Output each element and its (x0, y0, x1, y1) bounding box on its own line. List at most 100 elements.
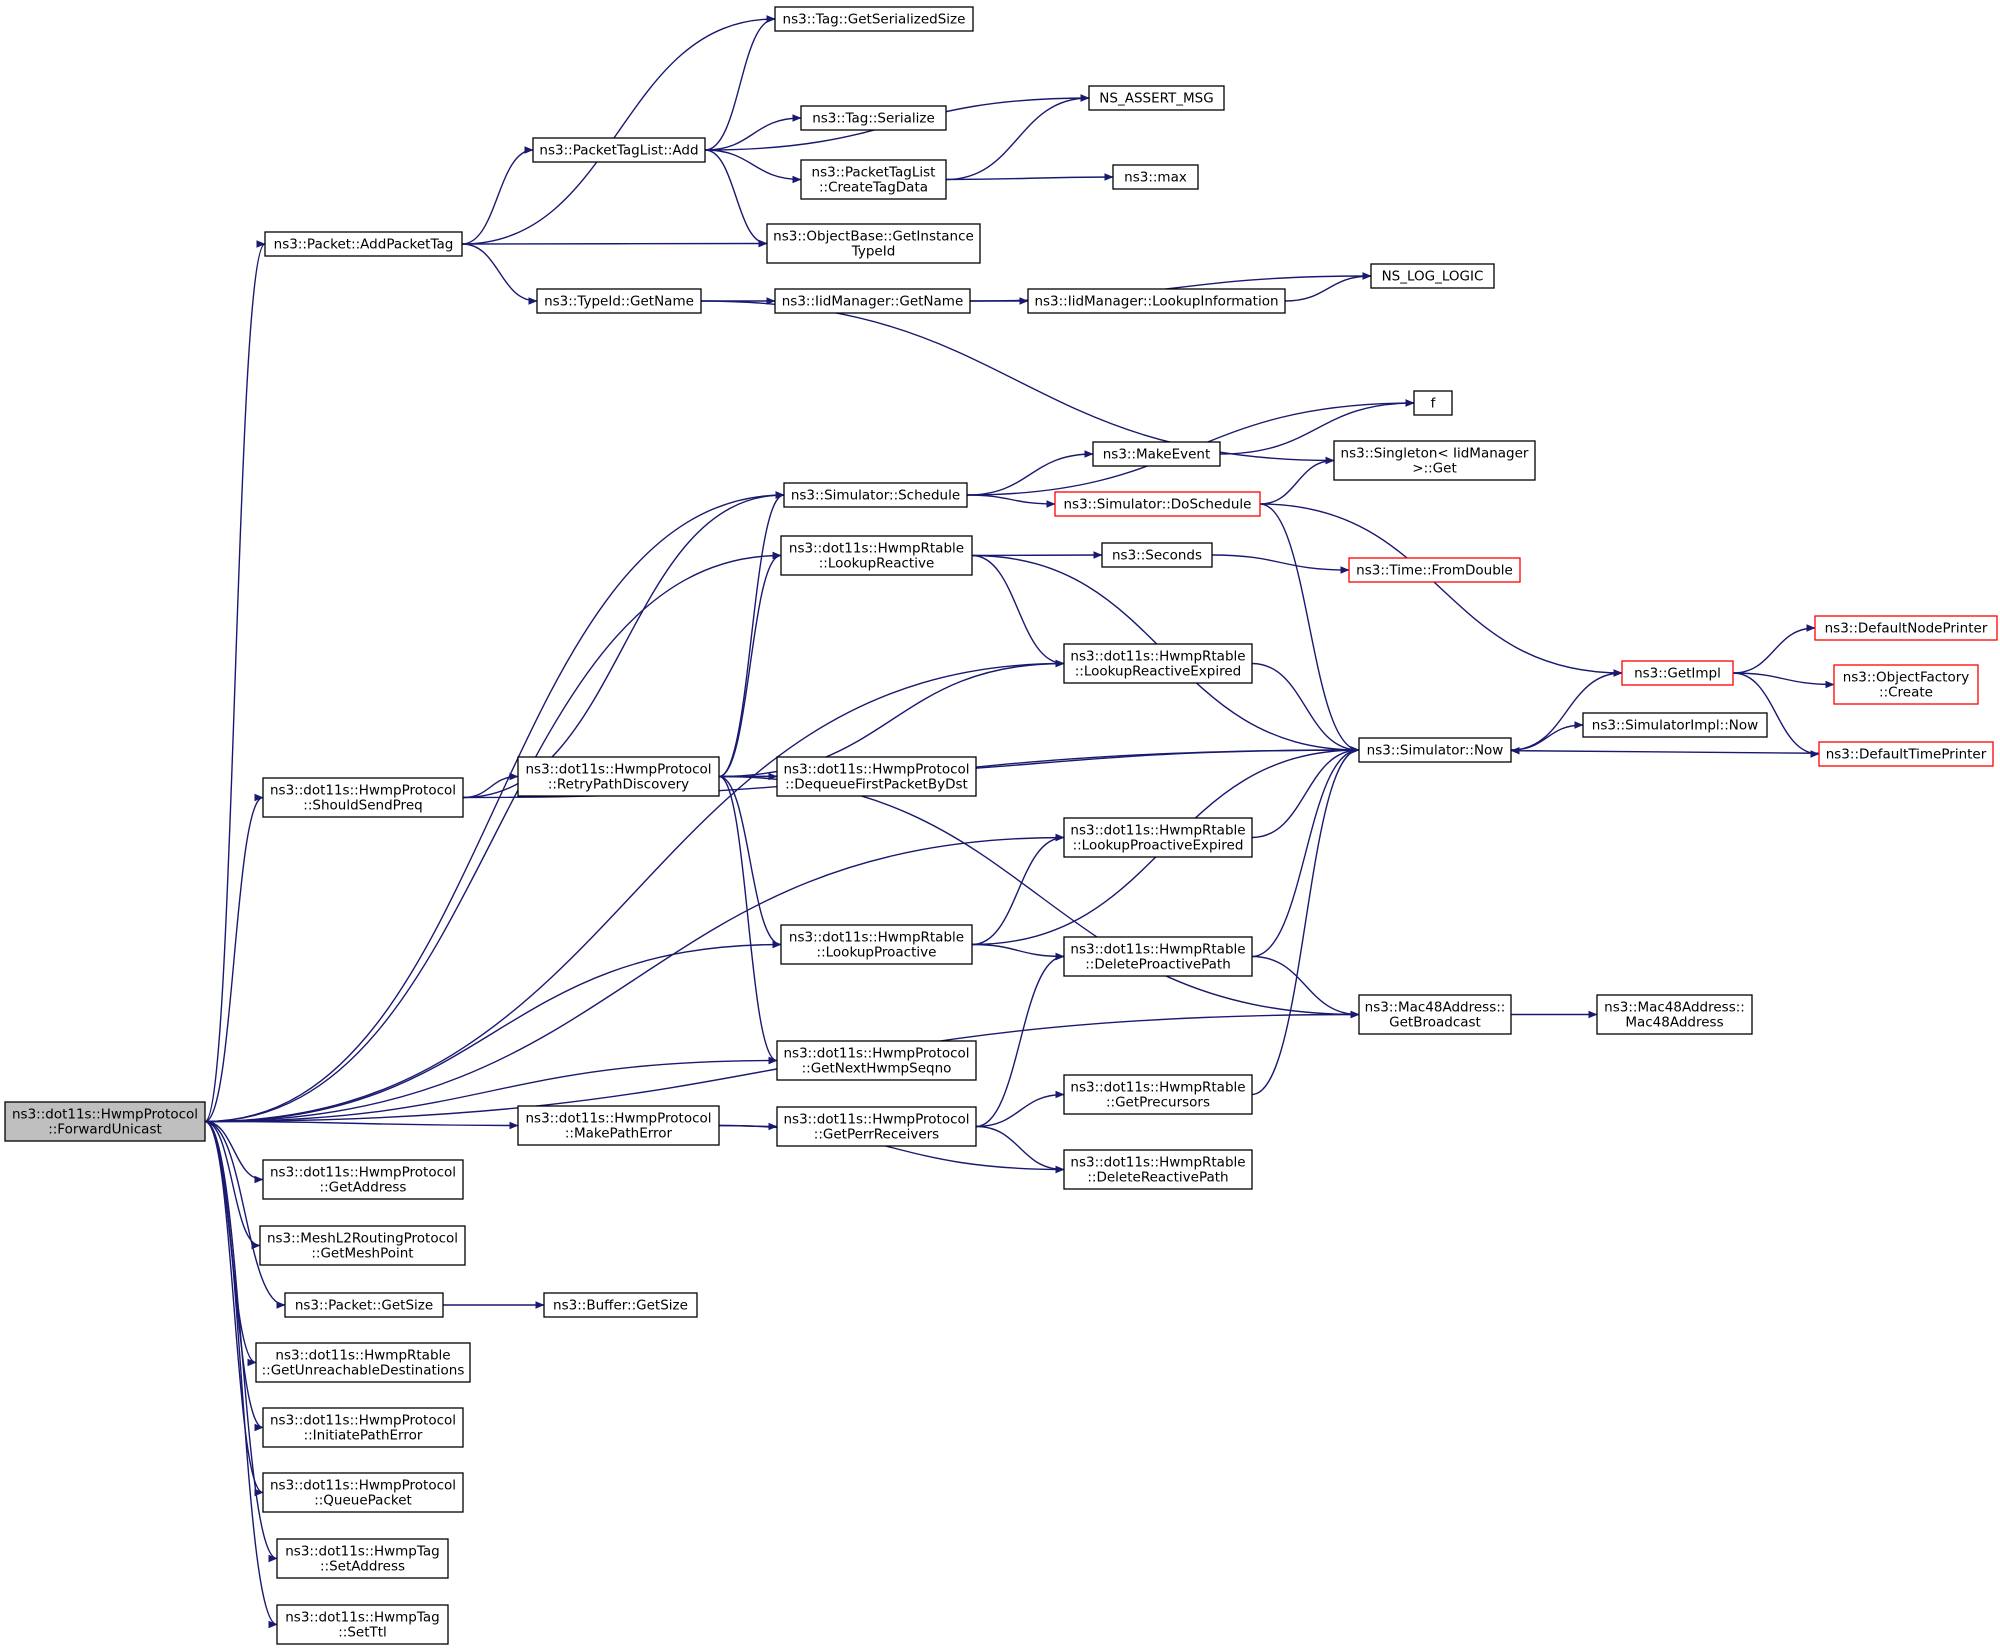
dequeue-first-packet-by-dst-node[interactable]: ns3::dot11s::HwmpProtocol::DequeueFirstP… (776, 756, 977, 797)
edge-root-to-schedule (204, 491, 785, 1123)
get-mesh-point-node[interactable]: ns3::MeshL2RoutingProtocol::GetMeshPoint (259, 1225, 466, 1266)
iid-manager-get-name-node[interactable]: ns3::IidManager::GetName (774, 288, 971, 314)
node-box (1063, 1074, 1253, 1115)
simulator-now-node[interactable]: ns3::Simulator::Now (1358, 737, 1512, 763)
edge-defaultTimePrinter-to-now (1510, 746, 1820, 755)
type-id-get-name-node[interactable]: ns3::TypeId::GetName (536, 288, 702, 314)
node-label: ::Create (1879, 685, 1933, 701)
node-layer: ns3::dot11s::HwmpProtocol::ForwardUnicas… (4, 6, 1998, 1645)
default-node-printer-node[interactable]: ns3::DefaultNodePrinter (1814, 615, 1998, 641)
get-unreachable-destinations-node[interactable]: ns3::dot11s::HwmpRtable::GetUnreachableD… (255, 1342, 471, 1383)
node-box (1088, 85, 1225, 111)
node-label: ::LookupProactive (817, 945, 937, 961)
lookup-proactive-expired-node[interactable]: ns3::dot11s::HwmpRtable::LookupProactive… (1063, 817, 1253, 858)
node-box (1358, 994, 1512, 1035)
singleton-get-node[interactable]: ns3::Singleton< IidManager >::Get (1333, 440, 1536, 481)
initiate-path-error-node[interactable]: ns3::dot11s::HwmpProtocol::InitiatePathE… (262, 1407, 464, 1448)
iid-manager-lookup-information-node[interactable]: ns3::IidManager::LookupInformation (1027, 288, 1286, 314)
node-box (776, 1040, 977, 1081)
ns-log-logic-node[interactable]: NS_LOG_LOGIC (1370, 263, 1495, 289)
time-from-double-node[interactable]: ns3::Time::FromDouble (1348, 557, 1521, 583)
queue-packet-node[interactable]: ns3::dot11s::HwmpProtocol::QueuePacket (262, 1472, 464, 1513)
node-label: Mac48Address (1625, 1015, 1723, 1031)
node-label: ns3::ObjectBase::GetInstance (773, 229, 974, 245)
default-time-printer-node[interactable]: ns3::DefaultTimePrinter (1818, 741, 1994, 767)
f-node[interactable]: f (1413, 390, 1453, 416)
max-node[interactable]: ns3::max (1112, 164, 1199, 190)
node-box (262, 1472, 464, 1513)
edge-doSchedule-to-singletonGet (1259, 456, 1335, 505)
node-box (1112, 164, 1199, 190)
node-label: ns3::dot11s::HwmpRtable (1070, 1155, 1245, 1171)
retry-path-discovery-node[interactable]: ns3::dot11s::HwmpProtocol::RetryPathDisc… (517, 756, 720, 797)
lookup-reactive-expired-node[interactable]: ns3::dot11s::HwmpRtable::LookupReactiveE… (1063, 643, 1253, 684)
hwmp-tag-set-ttl-node[interactable]: ns3::dot11s::HwmpTag::SetTtl (276, 1604, 449, 1645)
edge-retryPathDiscovery-to-lookupReactive (718, 551, 782, 778)
node-box (800, 105, 947, 131)
node-label: ns3::dot11s::HwmpTag (285, 1610, 439, 1626)
hwmp-tag-set-address-node[interactable]: ns3::dot11s::HwmpTag::SetAddress (276, 1538, 449, 1579)
edge-root-to-getMeshPoint (204, 1120, 261, 1250)
edge-lookupProactiveExpired-to-now (1251, 746, 1360, 839)
tag-get-serialized-size-node[interactable]: ns3::Tag::GetSerializedSize (774, 6, 974, 32)
delete-reactive-path-node[interactable]: ns3::dot11s::HwmpRtable::DeleteReactiveP… (1063, 1149, 1253, 1190)
make-event-node[interactable]: ns3::MakeEvent (1092, 441, 1221, 467)
node-label: ns3::dot11s::HwmpProtocol (783, 1112, 969, 1128)
object-factory-create-node[interactable]: ns3::ObjectFactory::Create (1833, 664, 1979, 705)
ns-assert-msg-node[interactable]: NS_ASSERT_MSG (1088, 85, 1225, 111)
node-label: ns3::PacketTagList (812, 165, 936, 181)
node-label: ns3::dot11s::HwmpProtocol (783, 1046, 969, 1062)
get-perr-receivers-node[interactable]: ns3::dot11s::HwmpProtocol::GetPerrReceiv… (776, 1106, 977, 1147)
get-precursors-node[interactable]: ns3::dot11s::HwmpRtable::GetPrecursors (1063, 1074, 1253, 1115)
packet-add-packet-tag-node[interactable]: ns3::Packet::AddPacketTag (264, 231, 463, 257)
mac48-address-ctor-node[interactable]: ns3::Mac48Address::Mac48Address (1596, 994, 1753, 1035)
node-label: ::GetAddress (320, 1180, 407, 1196)
make-path-error-node[interactable]: ns3::dot11s::HwmpProtocol::MakePathError (517, 1105, 720, 1146)
edge-root-to-setAddress (204, 1120, 278, 1563)
edge-schedule-to-doSchedule (966, 494, 1056, 508)
node-box (1818, 741, 1994, 767)
edge-schedule-to-makeEvent (966, 450, 1094, 496)
simulator-schedule-node[interactable]: ns3::Simulator::Schedule (783, 482, 968, 508)
edge-createTagData-to-nsAssertMsg (945, 94, 1090, 181)
node-box (776, 1106, 977, 1147)
tag-serialize-node[interactable]: ns3::Tag::Serialize (800, 105, 947, 131)
seconds-node[interactable]: ns3::Seconds (1101, 542, 1213, 568)
simulator-do-schedule-node[interactable]: ns3::Simulator::DoSchedule (1054, 491, 1261, 517)
lookup-reactive-node[interactable]: ns3::dot11s::HwmpRtable::LookupReactive (780, 535, 973, 576)
edge-seconds-to-fromDouble (1211, 554, 1350, 574)
node-box (1814, 615, 1998, 641)
edge-shouldSendPreq-to-schedule (462, 491, 785, 799)
node-label: ns3::dot11s::HwmpProtocol (525, 1111, 711, 1127)
forward-unicast-node[interactable]: ns3::dot11s::HwmpProtocol::ForwardUnicas… (4, 1101, 206, 1142)
node-label: ::ForwardUnicast (48, 1122, 162, 1138)
mac48-get-broadcast-node[interactable]: ns3::Mac48Address::GetBroadcast (1358, 994, 1512, 1035)
node-label: GetBroadcast (1389, 1015, 1481, 1031)
node-label: ns3::Mac48Address:: (1604, 1000, 1745, 1016)
edge-doSchedule-to-getImpl (1259, 503, 1623, 677)
packet-tag-list-add-node[interactable]: ns3::PacketTagList::Add (532, 137, 706, 163)
node-label: ::GetNextHwmpSeqno (802, 1061, 952, 1077)
get-next-hwmp-seqno-node[interactable]: ns3::dot11s::HwmpProtocol::GetNextHwmpSe… (776, 1040, 977, 1081)
get-impl-node[interactable]: ns3::GetImpl (1621, 660, 1734, 686)
node-label: ::GetPerrReceivers (814, 1127, 939, 1143)
simulator-impl-now-node[interactable]: ns3::SimulatorImpl::Now (1582, 712, 1768, 738)
create-tag-data-node[interactable]: ns3::PacketTagList::CreateTagData (800, 159, 947, 200)
lookup-proactive-node[interactable]: ns3::dot11s::HwmpRtable::LookupProactive (780, 924, 973, 965)
get-address-node[interactable]: ns3::dot11s::HwmpProtocol::GetAddress (262, 1159, 464, 1200)
node-label: ns3::Singleton< IidManager (1341, 446, 1529, 462)
node-box (783, 482, 968, 508)
node-box (774, 6, 974, 32)
buffer-get-size-node[interactable]: ns3::Buffer::GetSize (543, 1292, 698, 1318)
node-label: ns3::dot11s::HwmpRtable (275, 1348, 450, 1364)
edge-getPerrReceivers-to-deleteProactivePath (975, 952, 1065, 1128)
node-label: ns3::dot11s::HwmpRtable (1070, 942, 1245, 958)
delete-proactive-path-node[interactable]: ns3::dot11s::HwmpRtable::DeleteProactive… (1063, 936, 1253, 977)
node-box (262, 777, 464, 818)
node-box (1063, 936, 1253, 977)
node-label: ns3::DefaultTimePrinter (1826, 747, 1987, 763)
edge-root-to-addPacketTag (204, 240, 266, 1123)
should-send-preq-node[interactable]: ns3::dot11s::HwmpProtocol::ShouldSendPre… (262, 777, 464, 818)
packet-get-size-node[interactable]: ns3::Packet::GetSize (284, 1292, 444, 1318)
